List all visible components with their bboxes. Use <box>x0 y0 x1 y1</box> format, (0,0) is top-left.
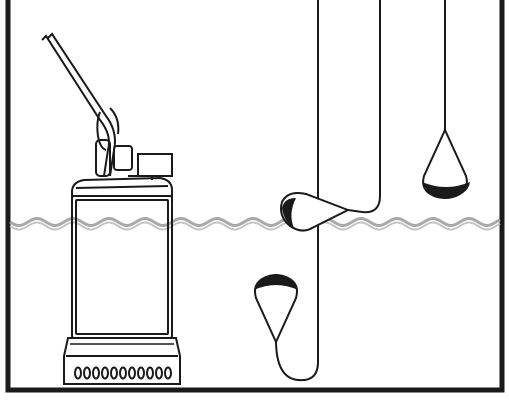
cable-middle <box>347 0 381 214</box>
float-switch-upper <box>422 127 470 199</box>
float-switch-middle <box>280 192 351 232</box>
float-switch-lower <box>254 274 298 345</box>
pump-body <box>71 195 173 339</box>
submersible-pump <box>41 32 181 385</box>
cable-loop <box>275 220 319 382</box>
terminal-box <box>137 153 173 177</box>
water-surface <box>9 217 501 231</box>
inlet-holes <box>74 366 172 380</box>
cable-gland <box>95 139 111 177</box>
pump-base <box>63 337 181 385</box>
float-cables <box>275 0 446 382</box>
pump-top-cap <box>71 176 173 197</box>
sump-tank <box>5 0 505 393</box>
pump-handle <box>41 34 110 177</box>
